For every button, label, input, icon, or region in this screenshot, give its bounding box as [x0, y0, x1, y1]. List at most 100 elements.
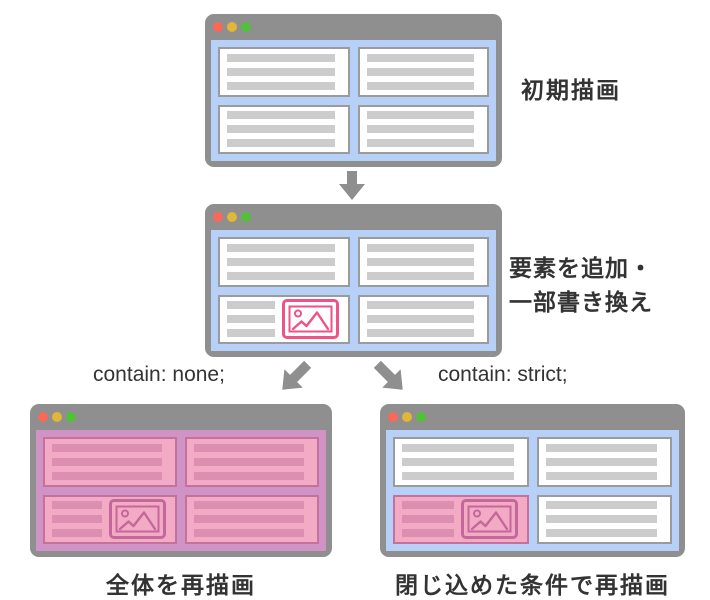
text-line [52, 529, 102, 538]
text-line [52, 515, 102, 524]
content-block [357, 104, 489, 154]
text-line [366, 139, 474, 148]
text-line [194, 471, 304, 480]
content-block [185, 437, 319, 487]
text-line [545, 529, 657, 538]
text-line [227, 125, 335, 134]
text-line [545, 471, 657, 480]
arrow-down-left-icon [282, 360, 312, 390]
window-titlebar [205, 14, 502, 40]
maximize-icon [241, 22, 251, 32]
minimize-icon [52, 412, 62, 422]
window-titlebar [380, 404, 685, 430]
text-line [366, 271, 474, 280]
caption-redraw-contained: 閉じ込めた条件で再描画 [395, 572, 670, 598]
text-line [227, 53, 335, 62]
close-icon [388, 412, 398, 422]
text-line [194, 443, 304, 452]
arrow-down-icon [339, 171, 365, 200]
image-icon [281, 299, 339, 340]
maximize-icon [416, 412, 426, 422]
maximize-icon [66, 412, 76, 422]
image-icon [109, 499, 166, 540]
close-icon [213, 212, 223, 222]
text-line [366, 315, 474, 324]
text-lines [227, 301, 275, 338]
text-line [194, 529, 304, 538]
text-lines [402, 501, 454, 538]
content-block [357, 47, 489, 97]
label-contain-strict: contain: strict; [438, 363, 568, 386]
content-block [357, 294, 489, 344]
label-after-update: 要素を追加・ 一部書き換え [509, 251, 653, 319]
content-block-with-image [218, 294, 350, 344]
window-titlebar [30, 404, 332, 430]
text-line [366, 125, 474, 134]
content-block [536, 437, 672, 487]
caption-redraw-full: 全体を再描画 [106, 572, 256, 598]
page-viewport [386, 430, 679, 551]
text-line [366, 67, 474, 76]
text-line [227, 301, 275, 310]
browser-window-initial-render [205, 14, 502, 167]
text-line [545, 457, 657, 466]
text-line [366, 53, 474, 62]
browser-window-contain-none [30, 404, 332, 557]
label-contain-none: contain: none; [93, 363, 225, 386]
browser-window-contain-strict [380, 404, 685, 557]
text-line [227, 329, 275, 338]
text-line [52, 501, 102, 510]
content-block [43, 437, 177, 487]
content-block [357, 237, 489, 287]
text-line [402, 529, 454, 538]
page-viewport-repainted [36, 430, 326, 551]
content-block [218, 47, 350, 97]
close-icon [213, 22, 223, 32]
text-line [402, 515, 454, 524]
text-line [227, 139, 335, 148]
content-block-with-image-repainted [393, 494, 529, 544]
content-block [185, 494, 319, 544]
text-lines [52, 501, 102, 538]
label-initial-render: 初期描画 [521, 77, 621, 103]
content-block [393, 437, 529, 487]
text-line [52, 443, 162, 452]
text-line [366, 257, 474, 266]
text-line [402, 443, 514, 452]
text-line [227, 243, 335, 252]
page-viewport [211, 40, 496, 161]
page-viewport [211, 230, 496, 351]
close-icon [38, 412, 48, 422]
minimize-icon [402, 412, 412, 422]
text-line [545, 443, 657, 452]
text-line [194, 501, 304, 510]
text-line [402, 471, 514, 480]
text-line [227, 67, 335, 76]
text-line [227, 81, 335, 90]
label-after-update-line2: 一部書き換え [509, 289, 653, 315]
text-line [227, 111, 335, 120]
text-line [227, 271, 335, 280]
maximize-icon [241, 212, 251, 222]
content-block [536, 494, 672, 544]
text-line [545, 515, 657, 524]
text-line [194, 515, 304, 524]
window-titlebar [205, 204, 502, 230]
arrow-down-right-icon [373, 360, 403, 390]
text-line [52, 471, 162, 480]
text-line [366, 111, 474, 120]
text-line [366, 301, 474, 310]
minimize-icon [227, 22, 237, 32]
minimize-icon [227, 212, 237, 222]
text-line [227, 315, 275, 324]
browser-window-after-update [205, 204, 502, 357]
text-line [545, 501, 657, 510]
content-block [218, 237, 350, 287]
text-line [52, 457, 162, 466]
content-block-with-image [43, 494, 177, 544]
text-line [366, 329, 474, 338]
text-line [402, 501, 454, 510]
text-line [366, 81, 474, 90]
text-line [194, 457, 304, 466]
